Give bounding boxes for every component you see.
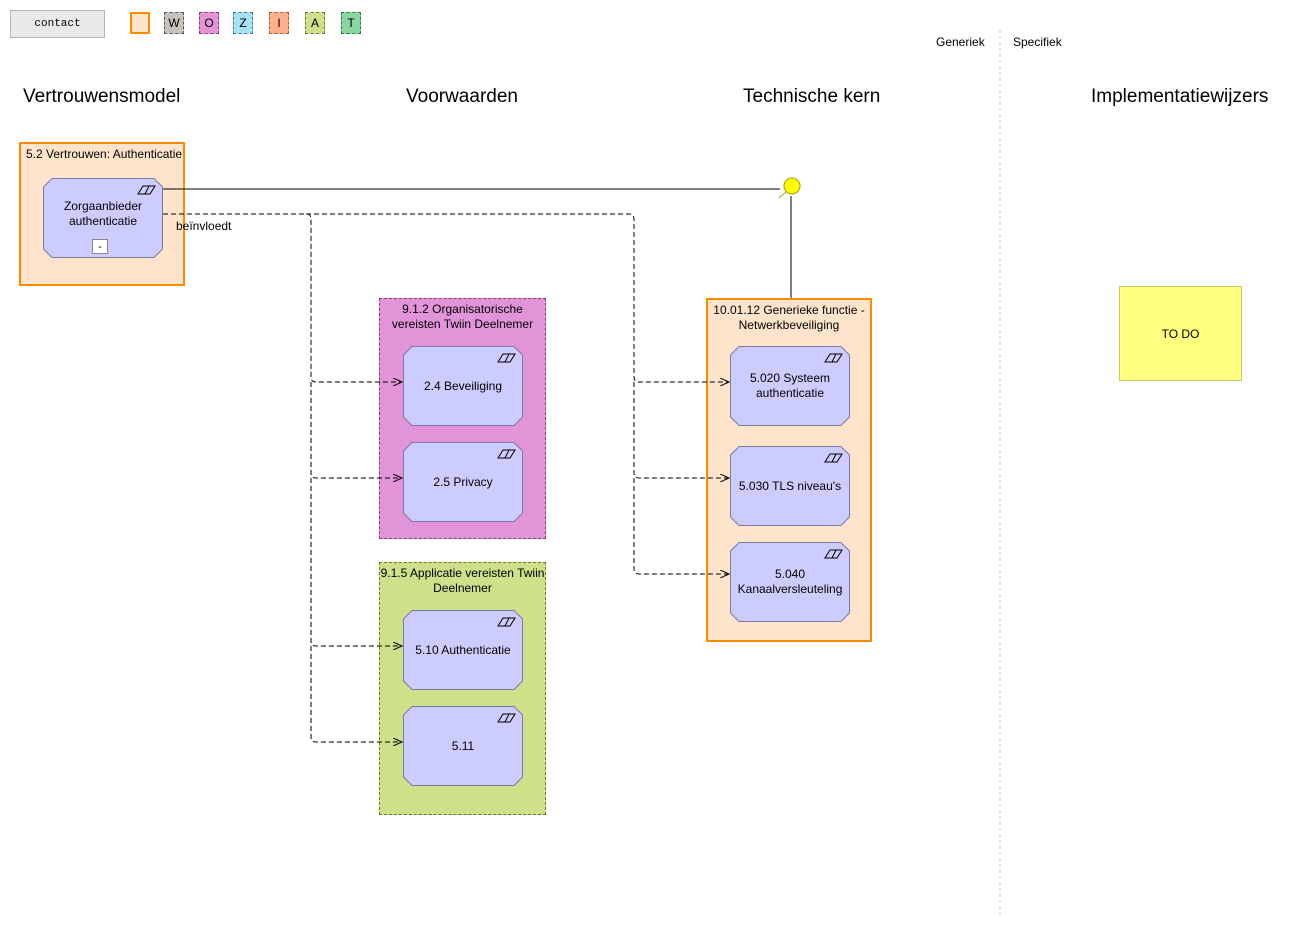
column-header-conditions: Voorwaarden bbox=[406, 86, 518, 107]
element-label: 5.040 Kanaalversleuteling bbox=[737, 567, 843, 596]
legend-swatch[interactable]: W bbox=[164, 12, 184, 34]
element-shape bbox=[403, 346, 523, 426]
influence-relation bbox=[310, 382, 402, 478]
influence-relation bbox=[633, 382, 729, 478]
expand-toggle[interactable]: - bbox=[92, 239, 108, 254]
column-header-trust-model: Vertrouwensmodel bbox=[23, 86, 181, 107]
element-label: 2.5 Privacy bbox=[433, 474, 493, 489]
influence-relation bbox=[306, 213, 729, 382]
note-text: TO DO bbox=[1161, 326, 1200, 341]
relation-label: beïnvloedt bbox=[176, 219, 232, 233]
element-label: 5.11 bbox=[451, 738, 475, 753]
element-5-020-systeem-authenticatie[interactable]: 5.020 Systeem authenticatie bbox=[730, 346, 850, 426]
junction-node bbox=[783, 177, 801, 195]
element-shape bbox=[730, 446, 850, 526]
scope-specific-label: Specifiek bbox=[1013, 35, 1062, 49]
group-title: 9.1.5 Applicatie vereisten Twiin Deelnem… bbox=[380, 566, 545, 595]
column-header-implementation-guides: Implementatiewijzers bbox=[1091, 86, 1269, 107]
requirement-icon bbox=[497, 713, 516, 723]
influence-relation bbox=[633, 478, 729, 574]
element-shape bbox=[403, 442, 523, 522]
element-label: 5.020 Systeem authenticatie bbox=[749, 371, 831, 400]
legend-swatch[interactable]: O bbox=[199, 12, 219, 34]
column-header-technical-core: Technische kern bbox=[743, 86, 881, 107]
requirement-icon bbox=[497, 449, 516, 459]
element-label: 5.10 Authenticatie bbox=[415, 642, 511, 657]
element-label: 5.030 TLS niveau's bbox=[738, 478, 842, 493]
legend-swatch[interactable] bbox=[130, 12, 150, 34]
element-zorgaanbieder-authenticatie[interactable]: Zorgaanbieder authenticatie - bbox=[43, 178, 163, 258]
influence-relation bbox=[310, 646, 402, 742]
requirement-icon bbox=[824, 353, 843, 363]
group-title: 5.2 Vertrouwen: Authenticatie bbox=[26, 147, 183, 161]
element-5-030-tls-niveaus[interactable]: 5.030 TLS niveau's bbox=[730, 446, 850, 526]
element-5-11[interactable]: 5.11 bbox=[403, 706, 523, 786]
contact-button[interactable]: contact bbox=[10, 10, 105, 38]
element-2-4-beveiliging[interactable]: 2.4 Beveiliging bbox=[403, 346, 523, 426]
element-shape bbox=[403, 706, 523, 786]
requirement-icon bbox=[824, 549, 843, 559]
junction-tick bbox=[778, 191, 787, 199]
element-shape bbox=[730, 542, 850, 622]
element-shape bbox=[403, 610, 523, 690]
legend-swatch[interactable]: A bbox=[305, 12, 325, 34]
influence-relation bbox=[310, 478, 402, 646]
scope-generic-label: Generiek bbox=[936, 35, 985, 49]
element-label: Zorgaanbieder authenticatie bbox=[63, 199, 143, 228]
element-shape bbox=[43, 178, 163, 258]
element-5-10-authenticatie[interactable]: 5.10 Authenticatie bbox=[403, 610, 523, 690]
requirement-icon bbox=[497, 353, 516, 363]
requirement-icon bbox=[497, 617, 516, 627]
legend-swatch[interactable]: Z bbox=[233, 12, 253, 34]
todo-note[interactable]: TO DO bbox=[1119, 286, 1242, 381]
group-title: 9.1.2 Organisatorische vereisten Twiin D… bbox=[391, 302, 534, 331]
element-2-5-privacy[interactable]: 2.5 Privacy bbox=[403, 442, 523, 522]
requirement-icon bbox=[824, 453, 843, 463]
element-shape bbox=[730, 346, 850, 426]
legend-swatch[interactable]: I bbox=[269, 12, 289, 34]
element-5-040-kanaalversleuteling[interactable]: 5.040 Kanaalversleuteling bbox=[730, 542, 850, 622]
legend-swatch[interactable]: T bbox=[341, 12, 361, 34]
influence-relation bbox=[163, 213, 402, 382]
requirement-icon bbox=[137, 185, 156, 195]
group-title: 10.01.12 Generieke functie - Netwerkbeve… bbox=[713, 303, 865, 332]
element-label: 2.4 Beveiliging bbox=[423, 378, 503, 393]
